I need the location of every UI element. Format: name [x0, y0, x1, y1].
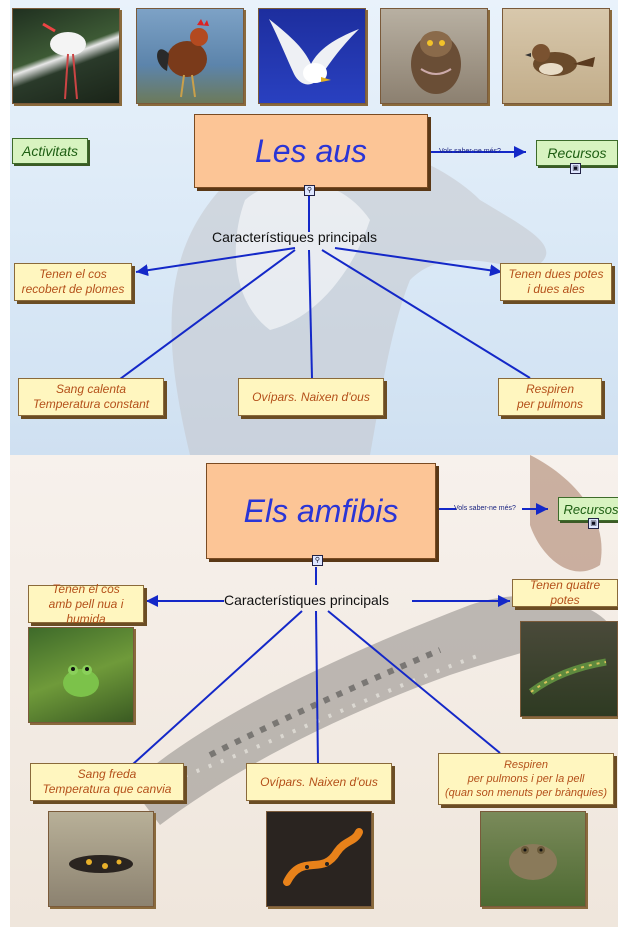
feature-skin: Tenen el cos amb pell nua i humida: [28, 585, 144, 623]
feature-cold-blood-line1: Sang freda: [78, 767, 137, 782]
feature-lungs-line2: per pulmons: [517, 397, 583, 412]
feature-feathers-line2: recobert de plomes: [22, 282, 125, 297]
feature-skin-line1: Tenen el cos: [52, 582, 120, 597]
amphibians-center-label: Característiques principals: [224, 592, 389, 608]
amphibians-panel: Els amfibis ⚲ Vols saber-ne més? Recurso…: [10, 455, 618, 927]
toad-photo: [480, 811, 586, 907]
feature-legs-wings-line1: Tenen dues potes: [509, 267, 604, 282]
feature-warm-blood-line2: Temperatura constant: [33, 397, 149, 412]
feature-lungs-line1: Respiren: [526, 382, 574, 397]
resources-icon[interactable]: ▣: [570, 163, 581, 174]
resources-icon[interactable]: ▣: [588, 518, 599, 529]
newt-photo: [520, 621, 618, 717]
link-icon[interactable]: ⚲: [312, 555, 323, 566]
feature-cold-blood: Sang freda Temperatura que canvia: [30, 763, 184, 801]
feature-feathers: Tenen el cos recobert de plomes: [14, 263, 132, 301]
salamander-photo: [48, 811, 154, 907]
feature-oviparous: Ovípars. Naixen d'ous: [246, 763, 392, 801]
birds-center-label: Característiques principals: [212, 229, 377, 245]
feature-oviparous-text: Ovípars. Naixen d'ous: [260, 775, 378, 790]
link-icon[interactable]: ⚲: [304, 185, 315, 196]
feature-legs-wings: Tenen dues potes i dues ales: [500, 263, 612, 301]
feature-four-legs-text: Tenen quatre potes: [517, 578, 613, 608]
fire-salamander-photo: [266, 811, 372, 907]
feature-breathing: Respiren per pulmons i per la pell (quan…: [438, 753, 614, 805]
feature-warm-blood: Sang calenta Temperatura constant: [18, 378, 164, 416]
feature-oviparous: Ovípars. Naixen d'ous: [238, 378, 384, 416]
feature-four-legs: Tenen quatre potes: [512, 579, 618, 607]
activities-button[interactable]: Activitats: [12, 138, 88, 164]
feature-cold-blood-line2: Temperatura que canvia: [43, 782, 172, 797]
feature-skin-line2: amb pell nua i humida: [33, 597, 139, 627]
birds-panel: Activitats Les aus ⚲ Vols saber-ne més? …: [10, 0, 618, 455]
feature-breathing-line3: (quan son menuts per brànquies): [445, 786, 607, 800]
frog-photo: [28, 627, 134, 723]
feature-breathing-line1: Respiren: [504, 758, 548, 772]
feature-oviparous-text: Ovípars. Naixen d'ous: [252, 390, 370, 405]
feature-breathing-line2: per pulmons i per la pell: [468, 772, 585, 786]
feature-legs-wings-line2: i dues ales: [527, 282, 584, 297]
birds-title: Les aus: [194, 114, 428, 188]
feature-feathers-line1: Tenen el cos: [39, 267, 107, 282]
feature-lungs: Respiren per pulmons: [498, 378, 602, 416]
more-info-label[interactable]: Vols saber-ne més?: [454, 505, 516, 512]
feature-warm-blood-line1: Sang calenta: [56, 382, 126, 397]
amphibians-title: Els amfibis: [206, 463, 436, 559]
more-info-label[interactable]: Vols saber-ne més?: [439, 148, 501, 155]
